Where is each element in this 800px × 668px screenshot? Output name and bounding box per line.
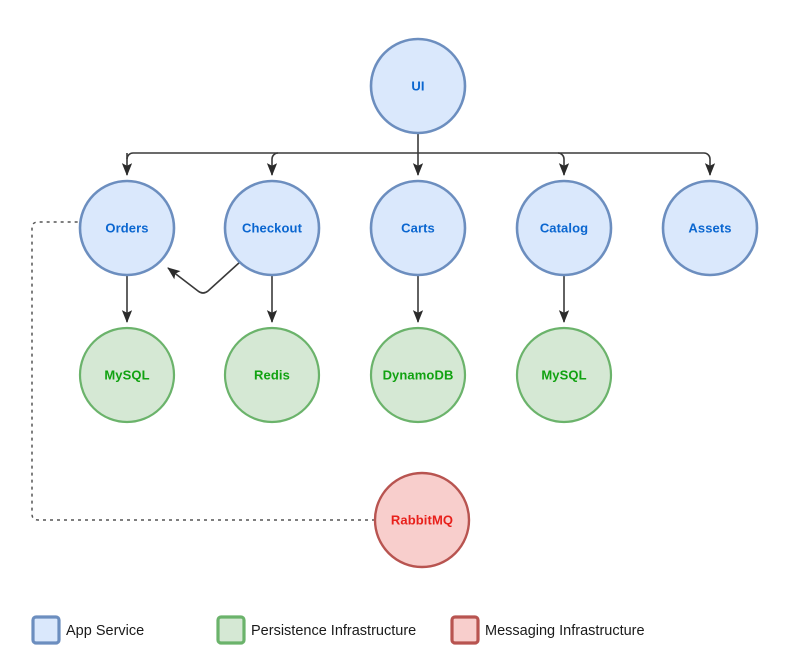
edge-ui-to-checkout-corner	[271, 152, 279, 160]
legend-swatch-persistence	[216, 615, 246, 645]
legend-item-messaging: Messaging Infrastructure	[450, 615, 645, 645]
node-orders[interactable]: Orders	[78, 179, 176, 277]
edge-ui-to-assets-corner	[703, 152, 711, 160]
node-catalog[interactable]: Catalog	[515, 179, 613, 277]
legend-label-persistence: Persistence Infrastructure	[251, 623, 416, 639]
edge-checkout-to-orders	[167, 261, 241, 294]
legend-label-messaging: Messaging Infrastructure	[485, 623, 645, 639]
node-carts[interactable]: Carts	[369, 179, 467, 277]
node-carts-shape[interactable]	[369, 179, 467, 277]
node-orders-db[interactable]: MySQL	[78, 326, 176, 424]
nodes-layer: UI Orders Checkout Carts Catalog Assets	[78, 37, 759, 569]
legend-swatch-app-service	[31, 615, 61, 645]
edge-rabbitmq-to-orders	[31, 221, 375, 521]
node-assets-shape[interactable]	[661, 179, 759, 277]
node-rabbitmq[interactable]: RabbitMQ	[373, 471, 471, 569]
node-catalog-shape[interactable]	[515, 179, 613, 277]
node-checkout[interactable]: Checkout	[223, 179, 321, 277]
edge-ui-to-orders-corner	[126, 152, 134, 160]
legend-swatch-messaging	[450, 615, 480, 645]
node-ui-shape[interactable]	[369, 37, 467, 135]
legend-label-app-service: App Service	[66, 623, 144, 639]
node-carts-db-shape[interactable]	[369, 326, 467, 424]
node-catalog-db-shape[interactable]	[515, 326, 613, 424]
node-rabbitmq-shape[interactable]	[373, 471, 471, 569]
legend-item-app-service: App Service	[31, 615, 144, 645]
node-ui[interactable]: UI	[369, 37, 467, 135]
node-carts-db[interactable]: DynamoDB	[369, 326, 467, 424]
node-assets[interactable]: Assets	[661, 179, 759, 277]
edge-ui-to-catalog-corner	[557, 152, 565, 160]
node-checkout-db[interactable]: Redis	[223, 326, 321, 424]
node-orders-shape[interactable]	[78, 179, 176, 277]
node-orders-db-shape[interactable]	[78, 326, 176, 424]
node-catalog-db[interactable]: MySQL	[515, 326, 613, 424]
node-checkout-db-shape[interactable]	[223, 326, 321, 424]
legend: App Service Persistence Infrastructure M…	[31, 615, 645, 645]
node-checkout-shape[interactable]	[223, 179, 321, 277]
legend-item-persistence: Persistence Infrastructure	[216, 615, 416, 645]
edges-layer	[31, 133, 716, 521]
